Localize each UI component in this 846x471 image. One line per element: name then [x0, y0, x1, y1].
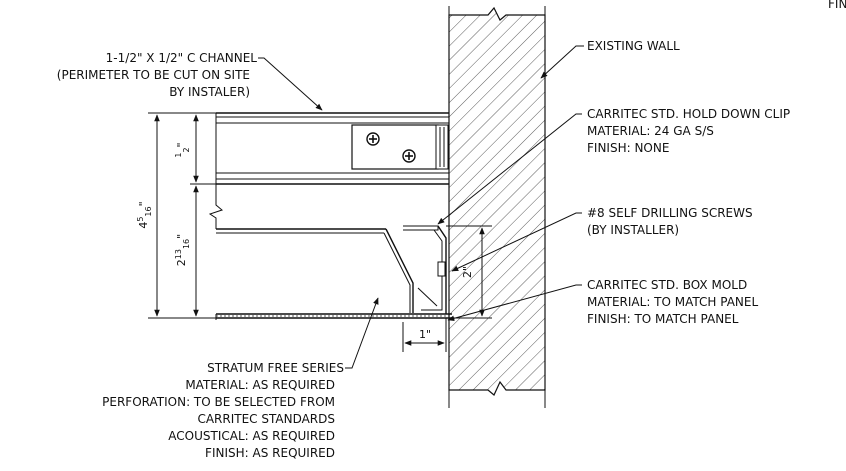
callout-line: CARRITEC STD. BOX MOLD [587, 278, 747, 292]
callout-line: ACOUSTICAL: AS REQUIRED [168, 429, 335, 443]
callout-line: MATERIAL: AS REQUIRED [185, 378, 335, 392]
corner-text: FIN [828, 0, 846, 11]
callout-hold-down-clip: CARRITEC STD. HOLD DOWN CLIP MATERIAL: 2… [587, 107, 790, 155]
hold-down-clip [351, 124, 449, 170]
callout-screws: #8 SELF DRILLING SCREWS (BY INSTALLER) [587, 206, 753, 237]
dimension-mold-height [446, 225, 492, 319]
dimension-mold-depth [402, 318, 447, 352]
callout-line: 1-1/2" X 1/2" C CHANNEL [106, 51, 258, 65]
stratum-panel [215, 228, 452, 320]
leader-lines [258, 45, 584, 369]
dimension-overall-label: 4516" [136, 201, 153, 228]
screw-icon [366, 132, 380, 146]
callout-line: (BY INSTALLER) [587, 223, 679, 237]
dimension-channel-label: 12" [174, 142, 191, 157]
dimension-mold-height-label: 2" [461, 266, 474, 278]
callout-box-mold: CARRITEC STD. BOX MOLD MATERIAL: TO MATC… [587, 278, 758, 326]
callout-stratum: STRATUM FREE SERIES MATERIAL: AS REQUIRE… [102, 361, 344, 460]
callout-line: BY INSTALER) [169, 85, 250, 99]
callout-line: MATERIAL: TO MATCH PANEL [587, 295, 758, 309]
callout-line: PERFORATION: TO BE SELECTED FROM [102, 395, 335, 409]
c-channel [208, 112, 449, 229]
callout-line: CARRITEC STD. HOLD DOWN CLIP [587, 107, 790, 121]
callout-line: STRATUM FREE SERIES [207, 361, 344, 375]
callout-line: MATERIAL: 24 GA S/S [587, 124, 714, 138]
callout-c-channel: 1-1/2" X 1/2" C CHANNEL (PERIMETER TO BE… [57, 51, 258, 99]
existing-wall [448, 6, 546, 408]
dimension-overall [148, 112, 216, 319]
callout-line: CARRITEC STANDARDS [197, 412, 335, 426]
screw-icon [402, 149, 416, 163]
callout-existing-wall: EXISTING WALL [587, 39, 680, 53]
callout-line: FINISH: AS REQUIRED [205, 446, 335, 460]
dimension-panel-label: 21316" [174, 234, 191, 266]
callout-line: (PERIMETER TO BE CUT ON SITE [57, 68, 250, 82]
callout-line: #8 SELF DRILLING SCREWS [587, 206, 753, 220]
callout-line: FINISH: NONE [587, 141, 669, 155]
box-mold [403, 225, 447, 314]
dimension-channel [190, 114, 216, 317]
dimension-mold-depth-label: 1" [419, 328, 431, 341]
callout-line: FINISH: TO MATCH PANEL [587, 312, 739, 326]
